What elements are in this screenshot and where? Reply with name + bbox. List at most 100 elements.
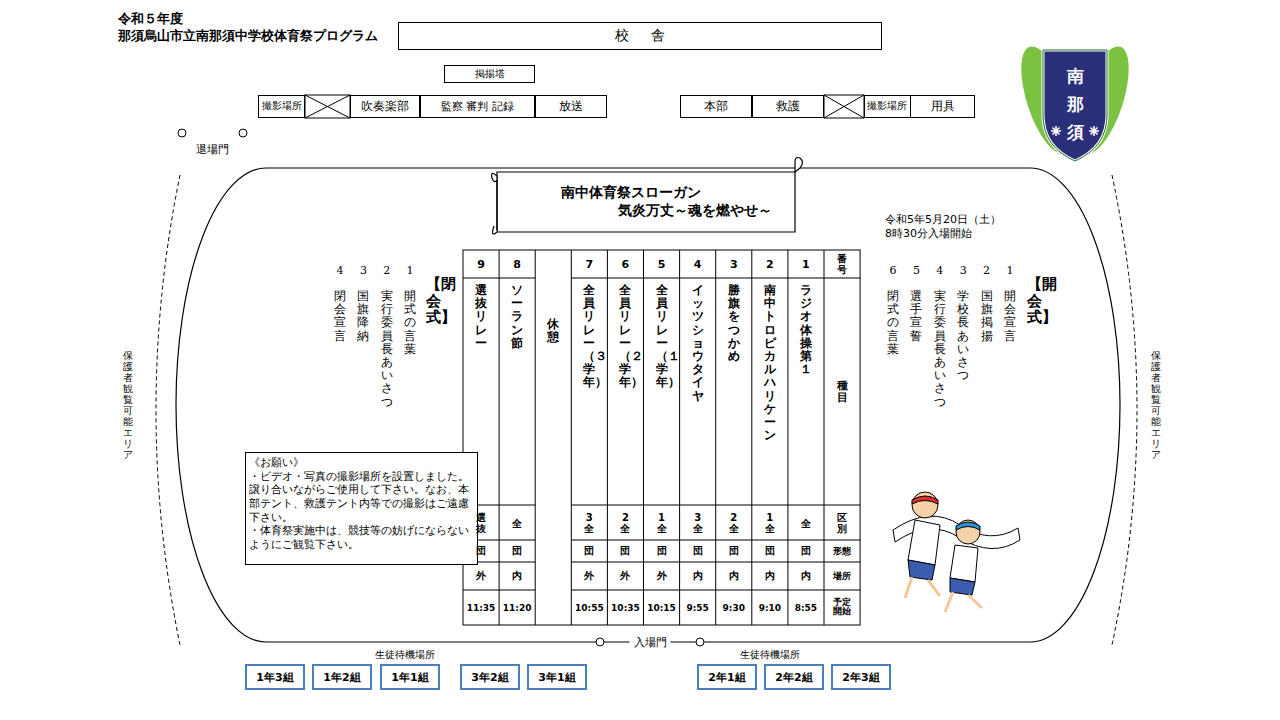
node-label: 放送 bbox=[559, 98, 583, 115]
program-table-grid bbox=[535, 250, 536, 625]
ceremony-item: 実行委員長あいさつ bbox=[934, 290, 946, 409]
node-label: 監察 審判 記録 bbox=[441, 99, 514, 114]
event-number: 4 bbox=[694, 258, 702, 271]
node-label: 3年1組 bbox=[538, 670, 575, 685]
runners-illustration bbox=[912, 492, 938, 518]
program-table-grid bbox=[571, 540, 860, 541]
program-table-grid bbox=[463, 250, 860, 625]
event-name: 全員リレー（３学年） bbox=[583, 284, 595, 390]
program-table-grid bbox=[643, 250, 644, 625]
table-header: 区別 bbox=[837, 512, 847, 534]
event-number: 8 bbox=[513, 258, 521, 271]
node-label: 2年1組 bbox=[708, 670, 745, 685]
node-label: 掲揚塔 bbox=[475, 67, 505, 81]
table-cell: 内 bbox=[801, 569, 811, 583]
break-cell: 休憩 bbox=[547, 318, 559, 344]
node-label: 《お願い》 bbox=[249, 456, 304, 470]
viewing-area-boundary bbox=[156, 175, 1137, 645]
node-body-text: ・体育祭実施中は、競技等の妨げにならないようにご観覧下さい。 bbox=[249, 524, 474, 551]
page-title: 令和５年度 那須烏山市立南那須中学校体育祭プログラム bbox=[118, 11, 378, 45]
ceremony-item: 開会宣言 bbox=[1004, 290, 1016, 343]
node-label: 救護 bbox=[776, 98, 800, 115]
gate-label: 退場門 bbox=[196, 142, 229, 157]
table-header: 場所 bbox=[833, 570, 851, 583]
event-name: 選抜リレー bbox=[475, 284, 487, 350]
crossed-box bbox=[305, 95, 350, 118]
date-text: 令和5年5月20日（土） 8時30分入場開始 bbox=[885, 213, 1020, 242]
table-header: 種目 bbox=[837, 379, 848, 403]
table-cell: 3全 bbox=[584, 512, 594, 534]
start-time: 11:35 bbox=[467, 603, 496, 613]
table-cell: 外 bbox=[476, 569, 486, 583]
runners-illustration bbox=[905, 577, 940, 598]
table-cell: 2全 bbox=[729, 512, 739, 534]
gate-post bbox=[596, 638, 604, 646]
table-cell: 選抜 bbox=[476, 512, 486, 534]
table-cell: 内 bbox=[693, 569, 703, 583]
table-cell: 1全 bbox=[657, 512, 667, 534]
event-name: 勝旗をつかめ bbox=[728, 284, 740, 363]
ceremony-item: 国旗降納 bbox=[357, 290, 369, 343]
school-emblem bbox=[1089, 126, 1099, 136]
tent-box: 用具 bbox=[910, 95, 975, 118]
node-label: 1年3組 bbox=[256, 670, 293, 685]
start-time: 10:35 bbox=[611, 603, 640, 613]
ceremony-item: 選手宣誓 bbox=[910, 290, 922, 343]
school-emblem bbox=[1043, 50, 1107, 161]
tent-box: 救護 bbox=[752, 95, 824, 118]
photo-area-box: 撮影場所 bbox=[864, 95, 911, 118]
node-label: 用具 bbox=[931, 98, 955, 115]
slogan-scroll bbox=[497, 172, 795, 232]
item-number: 1 bbox=[1007, 264, 1014, 277]
program-table-grid bbox=[499, 250, 500, 625]
waiting-area-box: 3年2組 bbox=[460, 664, 520, 690]
node-label: 1年2組 bbox=[323, 670, 360, 685]
program-table-grid bbox=[824, 250, 825, 625]
ceremony-heading: 【開会式】 bbox=[1027, 276, 1042, 326]
ceremony-item: 学校長あいさつ bbox=[957, 290, 969, 382]
waiting-area-box: 1年2組 bbox=[312, 664, 372, 690]
ceremony-item: 開式の言葉 bbox=[404, 290, 416, 356]
node-label: 校舎 bbox=[592, 27, 687, 45]
area-label: 保護者観覧可能エリア bbox=[1151, 350, 1161, 460]
table-cell: 全 bbox=[512, 517, 522, 528]
ceremony-item: 閉会宣言 bbox=[334, 290, 346, 343]
item-number: 4 bbox=[936, 264, 943, 277]
gate-label: 入場門 bbox=[630, 635, 671, 650]
runners-illustration bbox=[893, 492, 1020, 612]
tent-box: 放送 bbox=[535, 95, 607, 118]
table-header: 予定開始 bbox=[832, 598, 852, 618]
node-body-text: 気炎万丈～魂を燃やせ～ bbox=[618, 202, 772, 220]
slogan-banner: 南中体育祭スローガン気炎万丈～魂を燃やせ～ bbox=[500, 175, 793, 229]
school-emblem bbox=[1051, 126, 1061, 136]
item-number: 3 bbox=[960, 264, 967, 277]
emblem-character: 南 bbox=[1067, 65, 1084, 88]
notice-box: 《お願い》・ビデオ・写真の撮影場所を設置しました。譲り合いながらご使用して下さい… bbox=[245, 452, 478, 565]
tent-box: 監察 審判 記録 bbox=[420, 95, 535, 118]
runners-illustration bbox=[908, 520, 940, 565]
node-label: 本部 bbox=[704, 98, 728, 115]
waiting-area-box: 2年1組 bbox=[697, 664, 757, 690]
waiting-area-box: 2年3組 bbox=[831, 664, 891, 690]
ceremony-item: 閉式の言葉 bbox=[887, 290, 899, 356]
event-name: 全員リレー（２学年） bbox=[619, 284, 631, 390]
event-number: 7 bbox=[586, 258, 594, 271]
gate-post bbox=[178, 129, 186, 137]
slogan-scroll bbox=[795, 158, 803, 173]
crossed-box bbox=[824, 95, 864, 118]
table-cell: 団 bbox=[693, 544, 703, 558]
flagpole-box: 掲揚塔 bbox=[444, 65, 535, 83]
start-time: 10:15 bbox=[647, 603, 676, 613]
table-cell: 団 bbox=[512, 544, 522, 558]
track bbox=[176, 168, 1120, 642]
table-cell: 団 bbox=[765, 544, 775, 558]
program-table-grid bbox=[571, 505, 860, 506]
school-emblem bbox=[1043, 50, 1107, 161]
start-time: 11:20 bbox=[503, 603, 532, 613]
slogan-scroll bbox=[493, 226, 497, 234]
table-cell: 外 bbox=[584, 569, 594, 583]
area-label: 生徒待機場所 bbox=[740, 648, 800, 662]
event-name: 南中トロピカルハリケーン bbox=[764, 284, 776, 442]
school-emblem bbox=[1011, 41, 1140, 161]
